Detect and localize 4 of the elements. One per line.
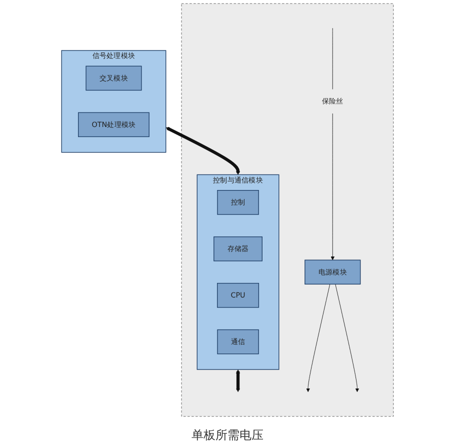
cluster <box>181 3 394 417</box>
output-voltage-note: 单板所需电压 <box>190 427 264 444</box>
arrow <box>236 370 240 392</box>
arrow <box>166 126 240 175</box>
